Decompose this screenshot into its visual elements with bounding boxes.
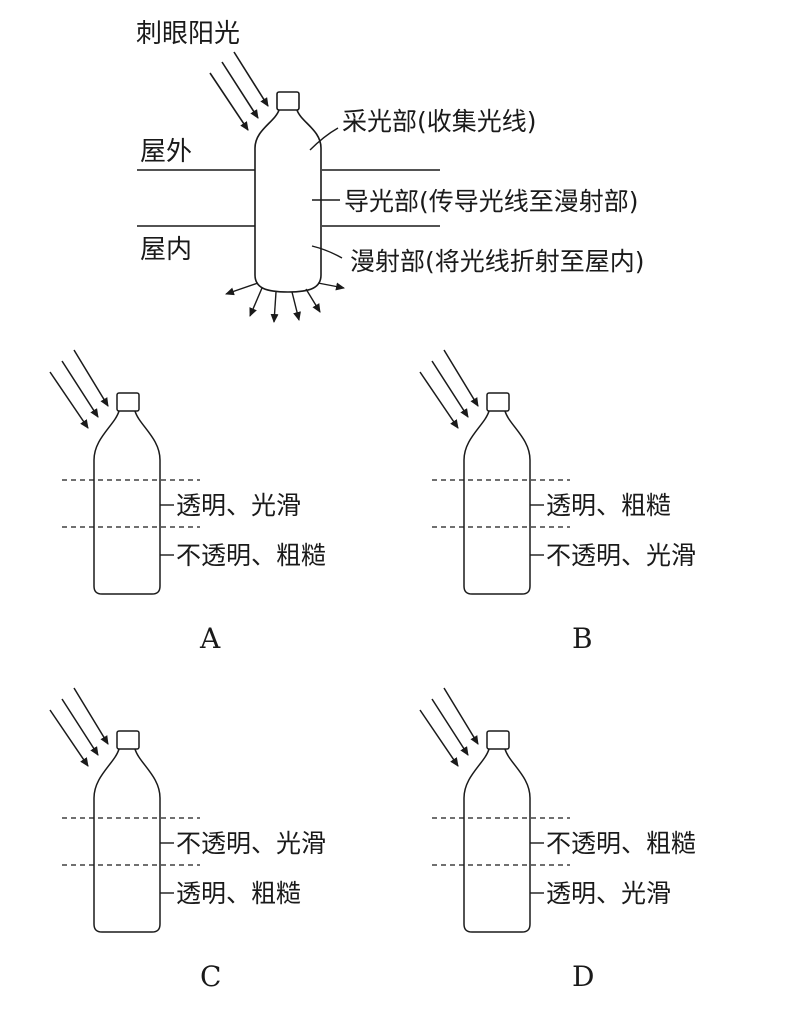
option-bottle bbox=[463, 392, 531, 595]
option-upper-label: 不透明、粗糙 bbox=[546, 829, 696, 858]
sun-arrow bbox=[443, 687, 479, 745]
sun-arrow bbox=[431, 698, 469, 756]
main-bottle bbox=[254, 91, 322, 293]
main-sun-arrows bbox=[209, 51, 269, 131]
option-bottle bbox=[93, 392, 161, 595]
sun-arrow bbox=[431, 360, 469, 418]
sun-arrow bbox=[221, 61, 259, 119]
option-d: 不透明、粗糙 透明、光滑 D bbox=[419, 687, 696, 993]
sun-arrow bbox=[443, 349, 479, 407]
option-upper-label: 不透明、光滑 bbox=[176, 829, 326, 858]
sun-arrow bbox=[49, 371, 89, 429]
diffuse-arrow bbox=[305, 288, 321, 313]
sun-arrow bbox=[61, 360, 99, 418]
option-a: 透明、光滑 不透明、粗糙 A bbox=[49, 349, 326, 655]
diffuse-arrow bbox=[270, 291, 279, 323]
indoor-label: 屋内 bbox=[140, 235, 192, 265]
option-b: 透明、粗糙 不透明、光滑 B bbox=[419, 349, 696, 655]
option-letter: A bbox=[199, 622, 221, 655]
sunlight-label: 刺眼阳光 bbox=[136, 19, 240, 49]
option-upper-label: 透明、光滑 bbox=[176, 491, 301, 520]
collector-label: 采光部(收集光线) bbox=[342, 107, 537, 136]
option-c: 不透明、光滑 透明、粗糙 C bbox=[49, 687, 326, 993]
sun-arrow bbox=[419, 709, 459, 767]
main-diagram: 刺眼阳光 屋外 屋内 bbox=[136, 19, 645, 323]
leader-lines bbox=[309, 127, 343, 259]
option-lower-label: 透明、粗糙 bbox=[176, 879, 301, 908]
sun-arrow bbox=[419, 371, 459, 429]
sun-arrow bbox=[73, 349, 109, 407]
option-letter: D bbox=[572, 960, 594, 993]
sun-arrow bbox=[61, 698, 99, 756]
sun-arrow bbox=[73, 687, 109, 745]
option-lower-label: 不透明、粗糙 bbox=[176, 541, 326, 570]
option-upper-label: 透明、粗糙 bbox=[546, 491, 671, 520]
diffuse-arrow bbox=[291, 291, 301, 321]
option-letter: B bbox=[572, 622, 593, 655]
outdoor-label: 屋外 bbox=[140, 137, 192, 167]
sun-arrow bbox=[209, 72, 249, 131]
sun-arrow bbox=[233, 51, 269, 107]
diffuse-arrow bbox=[225, 282, 259, 296]
roof-lines bbox=[137, 169, 440, 227]
option-bottle bbox=[463, 730, 531, 933]
sun-arrow bbox=[49, 709, 89, 767]
option-bottle bbox=[93, 730, 161, 933]
option-lower-label: 透明、光滑 bbox=[546, 879, 671, 908]
diffuse-rays bbox=[225, 282, 345, 323]
diffuse-arrow bbox=[249, 287, 263, 317]
option-letter: C bbox=[200, 960, 221, 993]
option-lower-label: 不透明、光滑 bbox=[546, 541, 696, 570]
diffuser-label: 漫射部(将光线折射至屋内) bbox=[350, 247, 645, 276]
diffuse-arrow bbox=[317, 282, 345, 291]
guide-label: 导光部(传导光线至漫射部) bbox=[344, 187, 639, 216]
